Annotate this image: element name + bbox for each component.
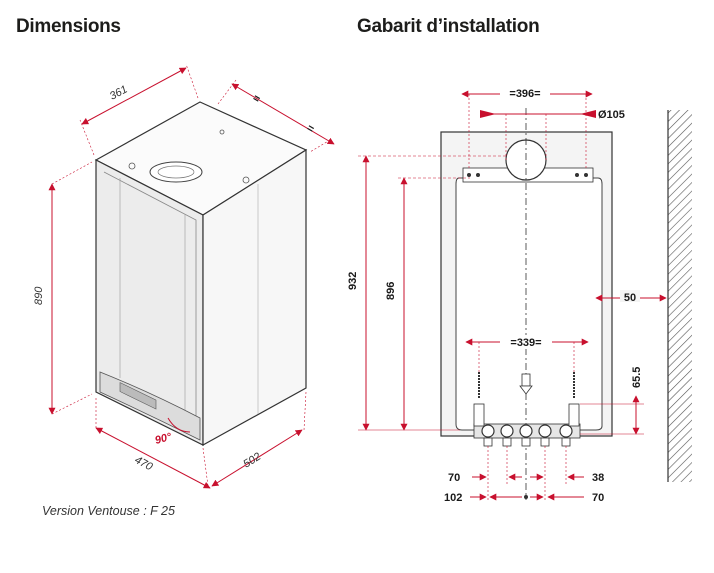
right-center-offset-label: 70: [592, 492, 604, 504]
dim-height-label: 890: [33, 286, 45, 305]
wall-clearance-label: 50: [624, 292, 636, 304]
boiler-side-face: [202, 148, 307, 447]
boiler-3d-view: [94, 101, 308, 447]
wall-hatch: [668, 110, 692, 482]
flue-diameter-label: Ø105: [598, 109, 625, 121]
left-center-offset-label: 102: [444, 492, 462, 504]
top-spacing-label: =396=: [509, 88, 540, 100]
total-height-label: 932: [347, 272, 359, 290]
left-pipe-offset-label: 70: [448, 472, 460, 484]
dimensions-title: Dimensions: [16, 16, 121, 37]
control-display: [119, 382, 157, 410]
bottom-spacing-label: =339=: [510, 337, 541, 349]
equal-mark-2: =: [305, 122, 317, 136]
equal-mark-1: =: [251, 92, 263, 106]
gabarit-view: =396= Ø105 932 896 50 =339= 65.5: [347, 86, 692, 504]
gabarit-title: Gabarit d’installation: [357, 16, 540, 37]
boiler-outline: [455, 177, 603, 431]
bottom-offset-label: 65.5: [631, 367, 643, 388]
flue-outlet: [149, 161, 203, 183]
pipe-connections: [473, 372, 581, 447]
version-caption: Version Ventouse : F 25: [42, 504, 175, 518]
angle-label: 90°: [154, 431, 174, 447]
dim-depth-right-label: 502: [241, 451, 263, 471]
right-pipe-offset-label: 38: [592, 472, 604, 484]
inner-height-label: 896: [385, 282, 397, 300]
